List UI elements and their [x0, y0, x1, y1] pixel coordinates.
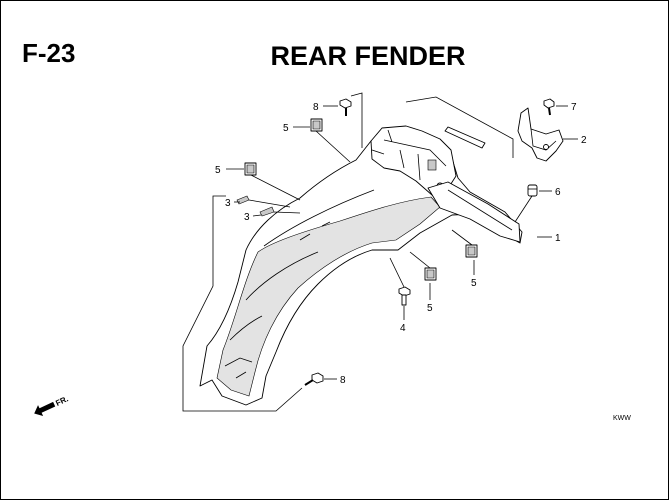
fender-slot-a — [299, 221, 331, 241]
assembly-line-pad-a — [248, 199, 291, 208]
bracket-part-2-detail — [530, 128, 557, 151]
model-code: KWW — [613, 415, 631, 422]
callout-4: 4 — [400, 323, 406, 334]
front-arrow-icon — [34, 401, 56, 416]
clip-part-5-left-slot — [246, 164, 255, 174]
callout-3-a: 3 — [225, 198, 231, 209]
bolt-part-7-shaft — [548, 107, 551, 116]
clip-part-5-top-slot — [312, 120, 321, 130]
leader-3-b — [252, 214, 262, 217]
fender-rib-upper — [263, 189, 375, 247]
callout-8-bottom: 8 — [340, 375, 346, 386]
callout-5-top: 5 — [283, 123, 289, 134]
fender-end-detail — [224, 357, 253, 379]
clip-part-5-middle-slot — [426, 269, 435, 279]
group-line-right — [405, 96, 514, 158]
assembly-line-nut-6 — [514, 195, 533, 223]
nut-part-6 — [527, 184, 538, 197]
group-line-top — [350, 92, 363, 148]
assembly-line-clip-left — [250, 174, 301, 201]
callout-1: 1 — [555, 233, 561, 244]
fender-rib-middle — [245, 251, 319, 301]
upper-mount-hole — [427, 159, 437, 171]
screw-part-8-bottom-head — [311, 372, 324, 384]
page-title: REAR FENDER — [270, 41, 465, 71]
assembly-line-bolt-4 — [389, 257, 405, 288]
bolt-part-7-head — [543, 98, 555, 109]
bolt-part-4-shaft — [401, 294, 407, 306]
callout-5-right: 5 — [471, 278, 477, 289]
callout-5-middle: 5 — [427, 303, 433, 314]
rear-fender-trough — [216, 196, 441, 397]
callout-3-b: 3 — [244, 212, 250, 223]
fender-tail — [427, 181, 521, 243]
callout-2: 2 — [581, 135, 587, 146]
callout-6: 6 — [555, 187, 561, 198]
fender-rib-lower — [229, 315, 263, 341]
fender-upper-mount — [370, 125, 457, 196]
fender-tail-edge — [447, 189, 513, 231]
label-sticker — [444, 126, 486, 149]
screw-part-8-bottom-shaft — [304, 379, 314, 386]
clip-part-5-right-slot — [467, 246, 476, 256]
upper-mount-ribs — [371, 129, 447, 181]
screw-part-8-top-head — [339, 98, 352, 109]
callout-8-top: 8 — [313, 102, 319, 113]
assembly-line-clip-middle — [409, 251, 431, 269]
assembly-lines — [248, 130, 533, 288]
callout-7: 7 — [571, 102, 577, 113]
group-line-left — [182, 195, 303, 412]
callout-5-left: 5 — [215, 165, 221, 176]
bracket-part-2-hole — [543, 144, 549, 150]
assembly-line-clip-right — [451, 229, 473, 246]
bolt-part-4-head — [398, 286, 411, 297]
section-code: F-23 — [22, 38, 75, 68]
assembly-line-clip-top — [315, 130, 351, 163]
callout-leaders — [226, 105, 578, 380]
assembly-line-pad-b — [273, 211, 301, 214]
